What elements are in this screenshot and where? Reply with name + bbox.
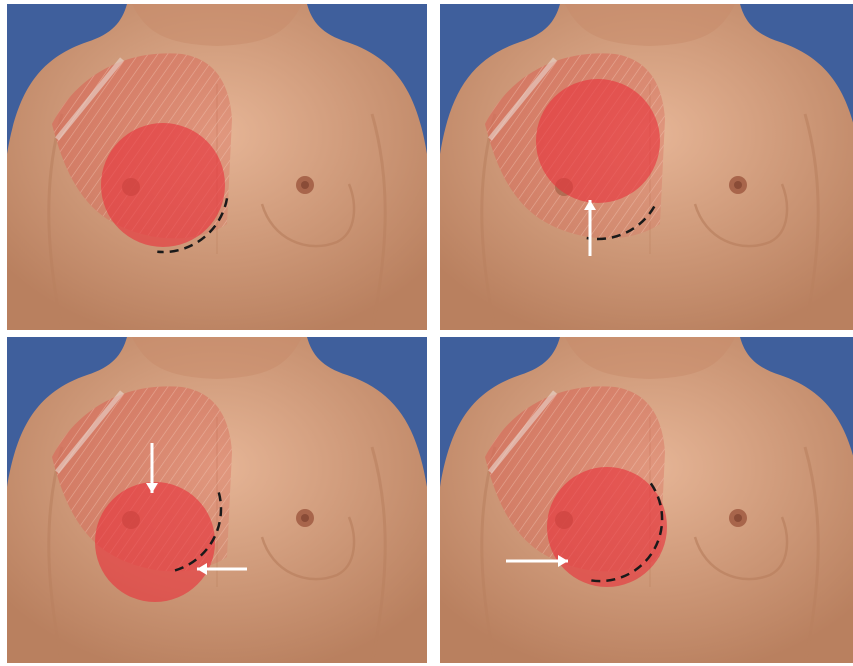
left-nipple-center — [734, 514, 742, 522]
panel-top-left — [7, 4, 427, 330]
implant — [547, 467, 667, 587]
panel-top-right — [440, 4, 853, 330]
panel-illustration — [7, 337, 427, 663]
left-nipple-center — [301, 181, 309, 189]
left-nipple-center — [734, 181, 742, 189]
panel-illustration — [7, 4, 427, 330]
panel-bottom-right — [440, 337, 853, 663]
implant — [536, 79, 660, 203]
implant — [95, 482, 215, 602]
implant — [101, 123, 225, 247]
panel-illustration — [440, 4, 853, 330]
panel-bottom-left — [7, 337, 427, 663]
panel-illustration — [440, 337, 853, 663]
left-nipple-center — [301, 514, 309, 522]
